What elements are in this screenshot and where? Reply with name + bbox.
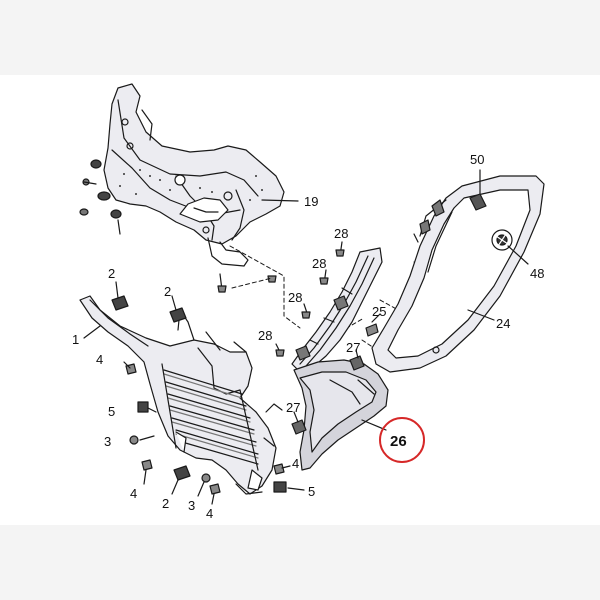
callout-5-b: 5: [308, 484, 315, 499]
callout-25: 25: [372, 304, 386, 319]
callout-4-d: 4: [206, 506, 213, 521]
inner-panel-part-1: [79, 295, 283, 495]
callout-28-a: 28: [334, 226, 348, 241]
callout-24: 24: [496, 316, 510, 331]
highlight-ring-26: [379, 417, 425, 463]
callout-3-a: 3: [104, 434, 111, 449]
callout-labels: 50 19 28 28 28 28 48 2 2 25 24 1 4 27 5 …: [72, 152, 544, 521]
callout-26: 26: [390, 433, 407, 450]
callout-28-d: 28: [258, 328, 272, 343]
side-cover-part-24: [371, 169, 545, 373]
callout-1: 1: [72, 332, 79, 347]
callout-28-b: 28: [312, 256, 326, 271]
callout-2-b: 2: [164, 284, 171, 299]
callout-27-b: 27: [286, 400, 300, 415]
fairing-part-26: [293, 359, 389, 471]
bolts-28: [217, 241, 345, 357]
callout-50: 50: [470, 152, 484, 167]
callout-19: 19: [304, 194, 318, 209]
callout-3-b: 3: [188, 498, 195, 513]
frame-bracket: [79, 83, 299, 267]
callout-27-a: 27: [346, 340, 360, 355]
callout-2-c: 2: [162, 496, 169, 511]
callout-28-c: 28: [288, 290, 302, 305]
cowl-strip: [291, 247, 383, 373]
callout-5-a: 5: [108, 404, 115, 419]
callout-2-a: 2: [108, 266, 115, 281]
callout-48: 48: [530, 266, 544, 281]
callout-4-b: 4: [292, 456, 299, 471]
callout-4-a: 4: [96, 352, 103, 367]
callout-4-c: 4: [130, 486, 137, 501]
clips-27: [291, 349, 365, 435]
fasteners-left: [83, 281, 305, 505]
